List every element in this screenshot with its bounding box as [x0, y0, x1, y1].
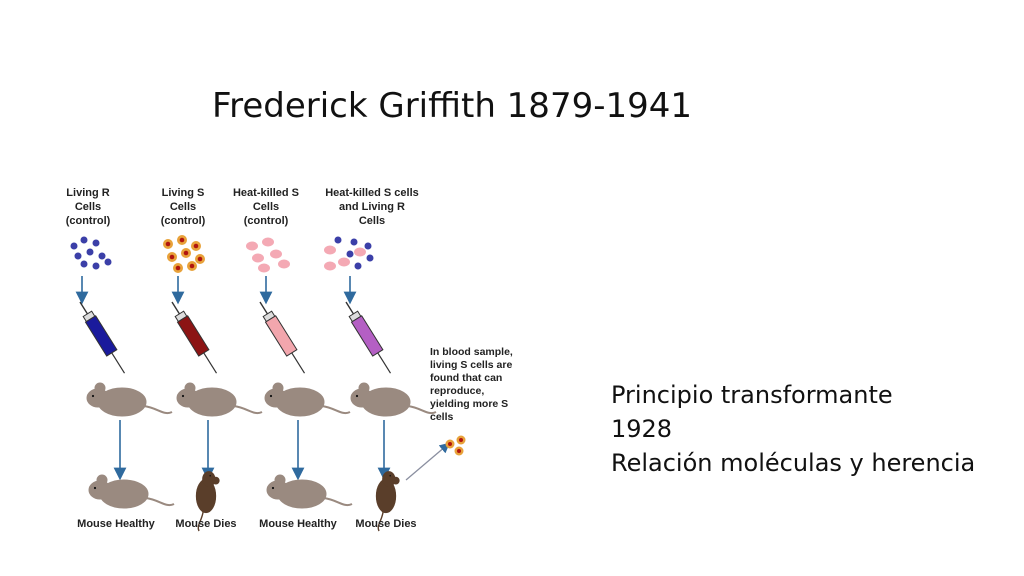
- outcome-label-1: Mouse Healthy: [77, 518, 155, 530]
- mouse-injected-4: [350, 382, 437, 417]
- syringe-4: [345, 301, 392, 374]
- cell-arrows: [75, 276, 357, 305]
- killed-cell-cluster: [246, 237, 290, 273]
- note-line-principle: Principio transformante: [611, 381, 893, 409]
- mouse-outcome-healthy-1: [88, 474, 175, 509]
- mouse-injected-3: [264, 382, 351, 417]
- note-line-relation: Relación moléculas y herencia: [611, 449, 976, 477]
- mouse-injected-1: [86, 382, 173, 417]
- outcome-arrows: [113, 420, 391, 481]
- mouse-injected-2: [176, 382, 263, 417]
- note-line-year: 1928: [611, 415, 673, 443]
- slide-title: Frederick Griffith 1879-1941: [212, 86, 693, 126]
- side-notes: Principio transformante 1928 Relación mo…: [611, 378, 975, 480]
- blood-sample-arrow: [405, 442, 450, 481]
- s-cell-cluster: [163, 235, 205, 273]
- syringe-1: [79, 301, 126, 374]
- mixed-cell-cluster: [324, 236, 374, 271]
- outcome-label-3: Mouse Healthy: [259, 518, 337, 530]
- outcome-label-4: Mouse Dies: [355, 518, 417, 530]
- syringe-2: [171, 301, 218, 374]
- mouse-outcome-healthy-2: [266, 474, 353, 509]
- syringe-3: [259, 301, 306, 374]
- r-cell-cluster: [70, 236, 112, 270]
- outcome-label-2: Mouse Dies: [175, 518, 237, 530]
- blood-sample-s-cells: [445, 435, 466, 456]
